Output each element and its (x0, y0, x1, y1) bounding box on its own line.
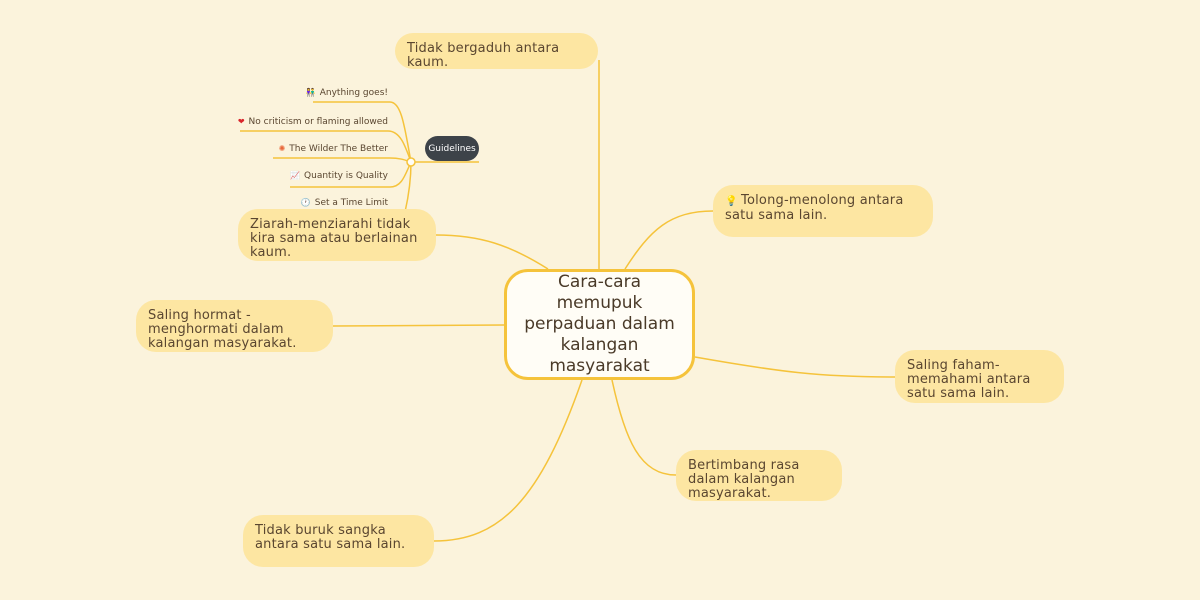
chart-icon: 📈 (290, 171, 301, 180)
topic-saling-faham[interactable]: Saling faham-memahami antara satu sama l… (895, 350, 1064, 403)
guidelines-joint (406, 157, 416, 167)
connector (240, 130, 412, 163)
topic-tidak-buruk-sangka[interactable]: Tidak buruk sangka antara satu sama lain… (243, 515, 434, 567)
guideline-item[interactable]: 🕐Set a Time Limit (301, 198, 388, 208)
heart-icon: ❤ (237, 117, 245, 126)
guideline-item[interactable]: ✺The Wilder The Better (279, 144, 388, 154)
connector (694, 356, 896, 378)
guideline-item[interactable]: 📈Quantity is Quality (290, 171, 388, 181)
guidelines-label: Guidelines (428, 143, 476, 154)
topic-label: Tidak buruk sangka antara satu sama lain… (255, 523, 406, 552)
guideline-label: No criticism or flaming allowed (248, 117, 388, 127)
people-icon: 👫 (305, 88, 316, 97)
guideline-item[interactable]: ❤No criticism or flaming allowed (238, 117, 388, 127)
guideline-label: Set a Time Limit (314, 198, 388, 208)
burst-icon: ✺ (278, 144, 286, 153)
topic-bertimbang-rasa[interactable]: Bertimbang rasa dalam kalangan masyaraka… (676, 450, 842, 501)
guideline-item[interactable]: 👫Anything goes! (306, 88, 388, 98)
connector (332, 324, 505, 327)
guidelines-node[interactable]: Guidelines (425, 136, 479, 161)
topic-label: Tidak bergaduh antara kaum. (407, 41, 560, 70)
connector (435, 234, 549, 270)
lightbulb-icon: 💡 (725, 196, 742, 207)
topic-label: Bertimbang rasa dalam kalangan masyaraka… (688, 458, 800, 501)
topic-label: Saling faham-memahami antara satu sama l… (907, 358, 1031, 401)
guideline-label: Anything goes! (319, 88, 388, 98)
topic-tolong-menolong[interactable]: 💡 Tolong-menolong antara satu sama lain. (713, 185, 933, 237)
topic-label: Saling hormat -menghormati dalam kalanga… (148, 308, 297, 351)
topic-label: Ziarah-menziarahi tidak kira sama atau b… (250, 217, 418, 260)
topic-saling-hormat[interactable]: Saling hormat -menghormati dalam kalanga… (136, 300, 333, 352)
topic-ziarah[interactable]: Ziarah-menziarahi tidak kira sama atau b… (238, 209, 436, 261)
connector (611, 379, 677, 476)
topic-label: Tolong-menolong antara satu sama lain. (725, 193, 904, 223)
clock-icon: 🕐 (300, 198, 311, 207)
topic-tidak-bergaduh[interactable]: Tidak bergaduh antara kaum. (395, 33, 598, 70)
central-topic[interactable]: Cara-cara memupuk perpaduan dalam kalang… (504, 269, 695, 380)
connector (433, 379, 583, 542)
connector (273, 157, 412, 163)
connector (313, 101, 412, 163)
guideline-label: The Wilder The Better (289, 144, 388, 154)
central-topic-label: Cara-cara memupuk perpaduan dalam kalang… (524, 272, 675, 376)
guideline-label: Quantity is Quality (304, 171, 388, 181)
connector (624, 210, 714, 270)
